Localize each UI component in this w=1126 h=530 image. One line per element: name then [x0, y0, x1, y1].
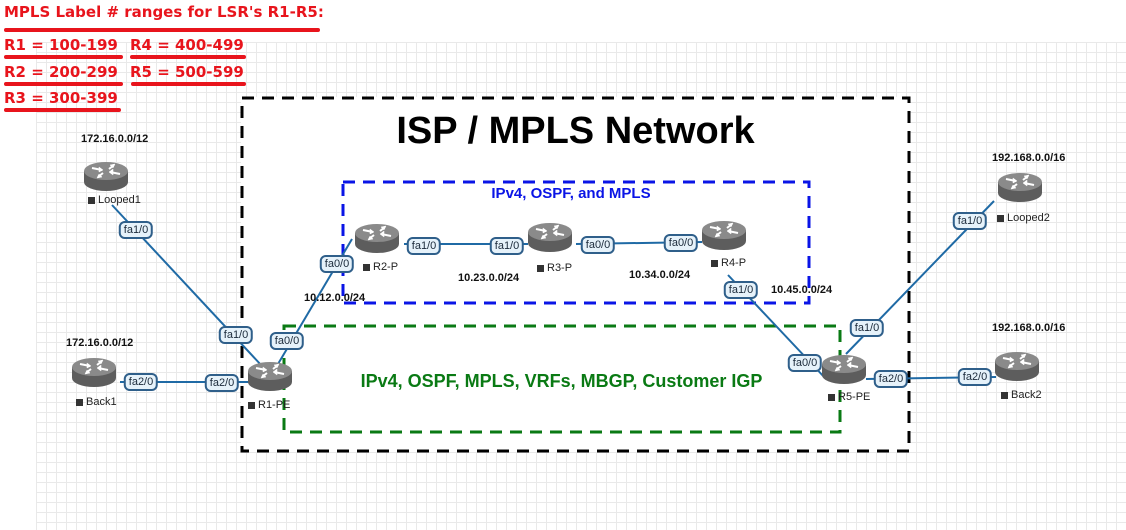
legend-title: MPLS Label # ranges for LSR's R1-R5: — [4, 3, 324, 21]
legend-range-r4: R4 = 400-499 — [130, 36, 244, 54]
status-square-icon — [76, 398, 83, 406]
status-square-icon — [1001, 391, 1008, 399]
isp-network-title: ISP / MPLS Network — [396, 110, 755, 152]
router-icon-r4[interactable] — [701, 220, 747, 251]
router-label-looped2[interactable]: Looped2 — [997, 212, 1050, 224]
iface-r4-fa1-0[interactable]: fa1/0 — [723, 281, 759, 299]
legend-range-r5: R5 = 500-599 — [130, 63, 244, 81]
core-box-title: IPv4, OSPF, and MPLS — [491, 185, 651, 202]
isp-network-boundary — [240, 96, 911, 453]
router-label-back1[interactable]: Back1 — [76, 396, 117, 408]
legend-underline — [4, 108, 121, 112]
router-label-r2[interactable]: R2-P — [363, 261, 398, 273]
subnet-back2: 192.168.0.0/16 — [992, 322, 1066, 334]
router-label-r5[interactable]: R5-PE — [828, 391, 870, 403]
iface-r3-fa1-0[interactable]: fa1/0 — [489, 237, 525, 255]
legend-range-r2: R2 = 200-299 — [4, 63, 118, 81]
router-label-r3[interactable]: R3-P — [537, 262, 572, 274]
status-square-icon — [537, 264, 544, 272]
subnet-link-r4-r5: 10.45.0.0/24 — [771, 284, 833, 296]
router-label-r4[interactable]: R4-P — [711, 257, 746, 269]
router-icon-looped2[interactable] — [997, 172, 1043, 203]
legend-underline — [4, 55, 123, 59]
iface-r1-fa2-0[interactable]: fa2/0 — [204, 374, 240, 392]
legend-underline — [4, 82, 123, 86]
router-icon-back2[interactable] — [994, 351, 1040, 382]
subnet-looped1: 172.16.0.0/12 — [81, 133, 149, 145]
iface-r1-fa0-0[interactable]: fa0/0 — [269, 332, 305, 350]
edge-box-title: IPv4, OSPF, MPLS, VRFs, MBGP, Customer I… — [360, 371, 763, 391]
status-square-icon — [828, 393, 835, 401]
subnet-looped2: 192.168.0.0/16 — [992, 152, 1066, 164]
legend-range-r1: R1 = 100-199 — [4, 36, 118, 54]
legend-range-r3: R3 = 300-399 — [4, 89, 118, 107]
iface-r2-fa1-0[interactable]: fa1/0 — [406, 237, 442, 255]
iface-looped2-fa1-0[interactable]: fa1/0 — [952, 212, 988, 230]
iface-r1-fa1-0[interactable]: fa1/0 — [218, 326, 254, 344]
router-label-r1[interactable]: R1-PE — [248, 399, 290, 411]
router-label-back2[interactable]: Back2 — [1001, 389, 1042, 401]
router-icon-r2[interactable] — [354, 223, 400, 254]
core-boundary — [341, 180, 811, 305]
iface-back2-fa2-0[interactable]: fa2/0 — [957, 368, 993, 386]
status-square-icon — [997, 214, 1004, 222]
iface-r2-fa0-0[interactable]: fa0/0 — [319, 255, 355, 273]
router-icon-back1[interactable] — [71, 357, 117, 388]
router-icon-looped1[interactable] — [83, 161, 129, 192]
subnet-back1: 172.16.0.0/12 — [66, 337, 134, 349]
router-icon-r3[interactable] — [527, 222, 573, 253]
subnet-link-r2-r3: 10.23.0.0/24 — [458, 272, 520, 284]
iface-r5-fa1-0[interactable]: fa1/0 — [849, 319, 885, 337]
legend-title-underline — [4, 28, 320, 32]
legend-underline — [130, 55, 246, 59]
iface-r4-fa0-0[interactable]: fa0/0 — [663, 234, 699, 252]
iface-r5-fa2-0[interactable]: fa2/0 — [873, 370, 909, 388]
legend-underline — [131, 82, 246, 86]
status-square-icon — [88, 196, 95, 204]
status-square-icon — [248, 401, 255, 409]
iface-r5-fa0-0[interactable]: fa0/0 — [787, 354, 823, 372]
subnet-link-r3-r4: 10.34.0.0/24 — [629, 269, 691, 281]
isp-box-background — [241, 97, 910, 452]
iface-back1-fa2-0[interactable]: fa2/0 — [123, 373, 159, 391]
router-label-looped1[interactable]: Looped1 — [88, 194, 141, 206]
iface-r3-fa0-0[interactable]: fa0/0 — [580, 236, 616, 254]
status-square-icon — [711, 259, 718, 267]
iface-looped1-fa1-0[interactable]: fa1/0 — [118, 221, 154, 239]
subnet-link-r1-r2: 10.12.0.0/24 — [304, 292, 366, 304]
status-square-icon — [363, 263, 370, 271]
